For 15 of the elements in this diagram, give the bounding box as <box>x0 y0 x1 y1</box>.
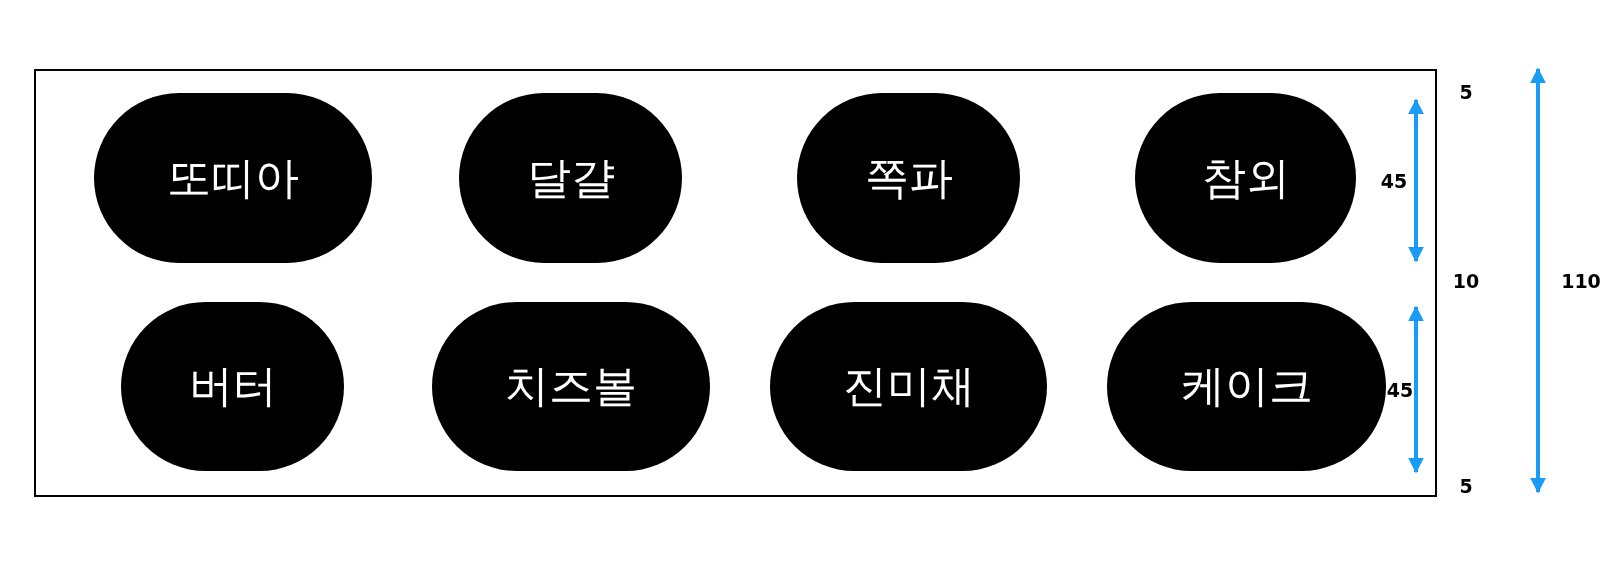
dimension-label: 5 <box>1459 81 1473 103</box>
dimension-label: 110 <box>1561 270 1601 292</box>
item-label: 케이크 <box>1180 359 1313 413</box>
dimension-label: 10 <box>1452 270 1480 292</box>
frame-box <box>34 69 1437 497</box>
dimension-label: 45 <box>1380 170 1408 192</box>
dimension-label: 5 <box>1459 475 1473 497</box>
dimension-label: 45 <box>1386 379 1414 401</box>
item-label: 달걀 <box>526 150 615 205</box>
item-label: 쪽파 <box>864 150 953 205</box>
item-label: 참외 <box>1201 150 1290 205</box>
item-label: 치즈볼 <box>505 359 637 413</box>
item-label: 또띠아 <box>167 150 299 205</box>
item-label: 진미채 <box>842 359 975 413</box>
item-label: 버터 <box>188 359 277 413</box>
